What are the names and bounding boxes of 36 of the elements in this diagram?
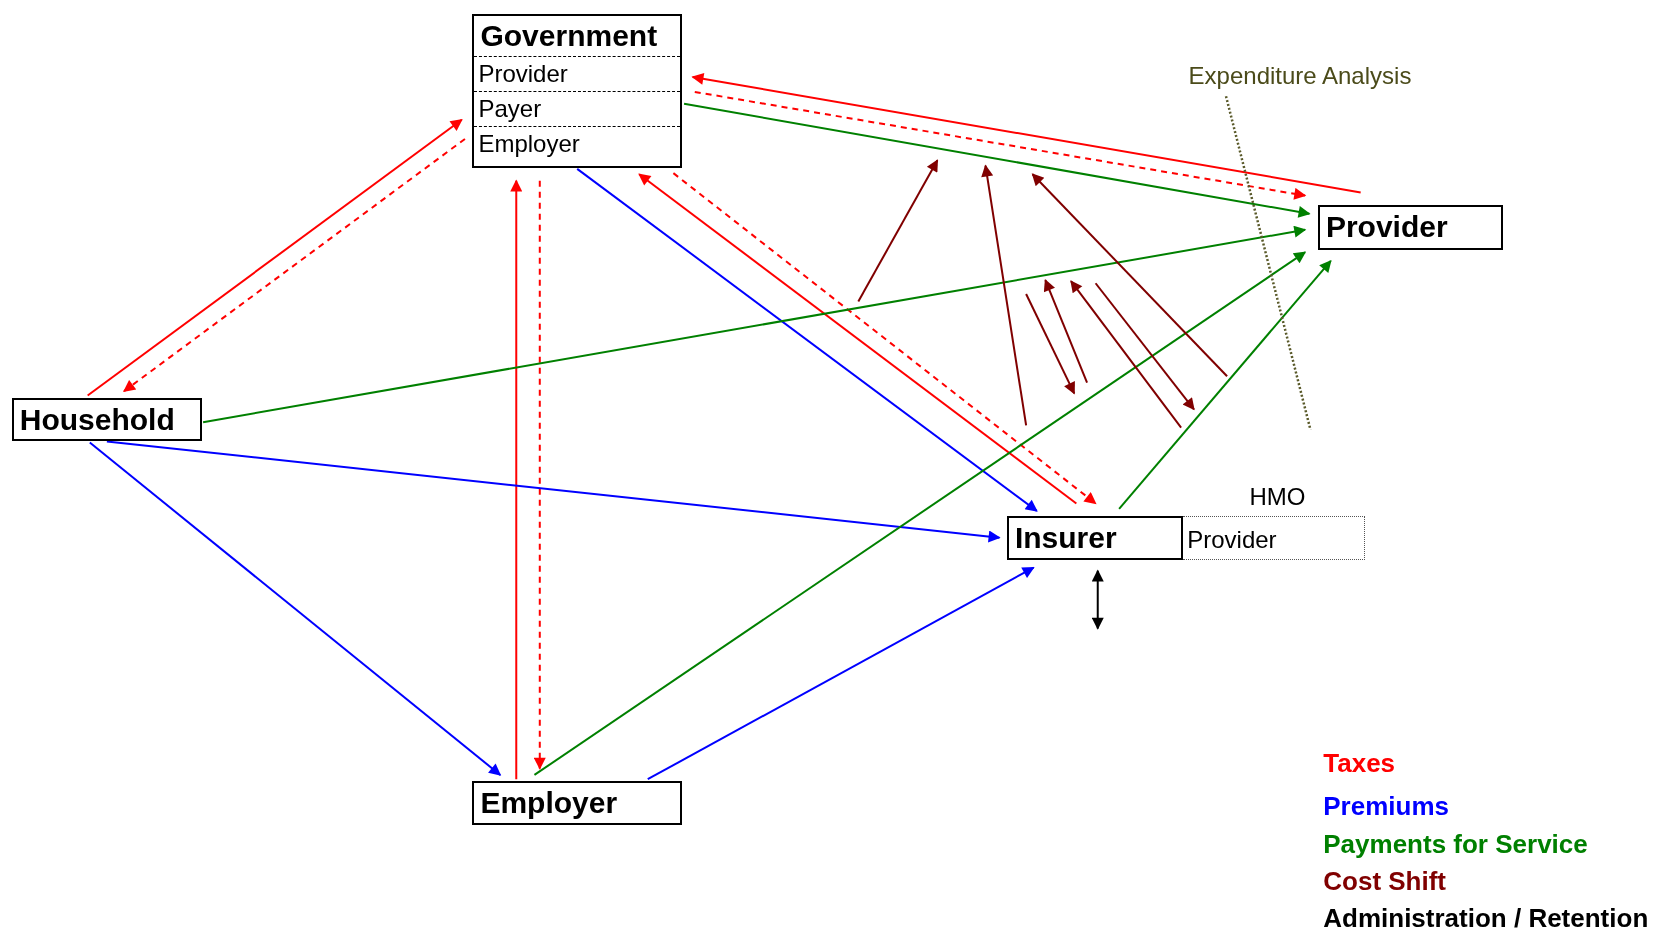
box-title: Government [479,17,659,54]
row-label: Provider [474,55,680,91]
arrow [105,440,1001,543]
row-label: Payer [474,90,680,126]
arrow [88,441,502,776]
box-title: Employer [479,785,619,822]
arrow [202,225,1307,424]
process-box [1006,516,1184,561]
arrow [1118,259,1332,510]
arrow [533,251,1307,776]
box-heading: HMO [1249,483,1306,512]
arrow [123,137,466,393]
box-title: Household [18,401,176,438]
box-title: Insurer [1013,520,1118,557]
arrow [693,90,1307,200]
legend-text: Administration / Retention [1323,903,1649,935]
legend-text: Payments for Service [1323,829,1588,861]
arrow [86,118,463,397]
process-box [1317,205,1503,251]
box-label: Provider [1187,525,1277,554]
arrow [510,179,523,781]
process-box [472,781,682,826]
process-box [11,397,202,442]
process-box [472,13,682,168]
arrow [683,102,1311,218]
legend-text: Taxes [1323,748,1396,780]
arrow [576,167,1038,512]
arrow [691,72,1362,194]
arrow [646,566,1035,781]
arrow [1091,569,1104,630]
annotation-text: Expenditure Analysis [1188,62,1412,90]
legend-text: Cost Shift [1323,865,1447,897]
row-label: Employer [474,125,680,161]
arrow [533,179,546,770]
box-title: Provider [1324,209,1449,246]
legend-text: Premiums [1323,790,1449,822]
